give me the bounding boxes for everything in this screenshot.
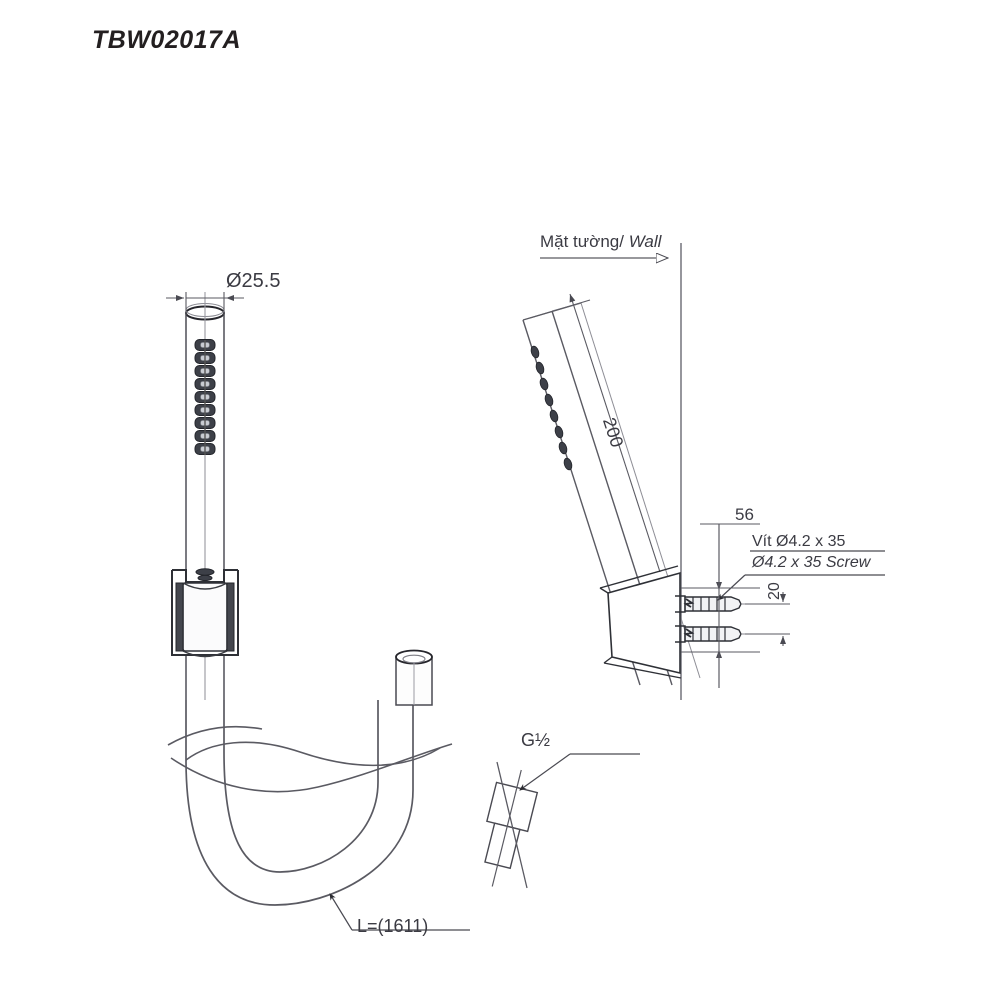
flexible-hose — [167, 700, 453, 906]
thread-g-half-label: G½ — [521, 730, 551, 750]
wall-label-en: Wall — [628, 232, 662, 251]
g-half-leader — [519, 753, 640, 791]
screw-label-vn: Vít Ø4.2 x 35 — [752, 533, 846, 550]
page-title: TBW02017A — [92, 26, 241, 54]
length-200-dimension — [529, 293, 661, 573]
diameter-dimension — [166, 292, 244, 330]
spacing-20-dimension — [745, 592, 790, 646]
hose-length-label: L=(1611) — [357, 916, 429, 936]
offset-56-dimension — [681, 523, 760, 688]
spray-nozzle-strip — [194, 339, 216, 455]
screw-label-en: Ø4.2 x 35 Screw — [752, 554, 871, 571]
wall-label: Mặt tường/ Wall — [540, 232, 661, 252]
g-half-connector-detail — [484, 761, 539, 889]
hose-length-leader — [329, 893, 470, 931]
spacing-20-label: 20 — [766, 582, 783, 600]
offset-56-label: 56 — [735, 505, 754, 524]
diameter-label: Ø25.5 — [226, 270, 281, 292]
wall-bracket — [171, 568, 239, 658]
hose-end-fitting — [395, 649, 433, 706]
spray-nozzle-strip-angled — [530, 345, 573, 471]
wall-bracket-angled — [599, 565, 682, 679]
wall-label-vn: Mặt tường/ — [540, 232, 624, 251]
